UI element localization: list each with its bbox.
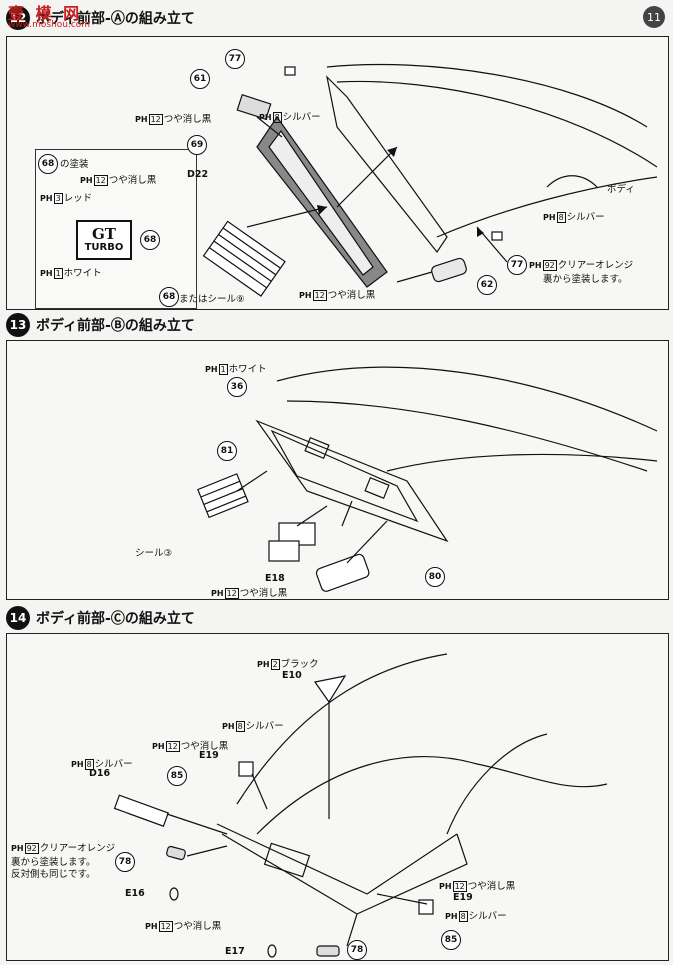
step-14-title: ボディ前部-Ⓒの組み立て [36,611,195,627]
callout-68-inset: 68 [38,154,58,174]
part-e19-top-label: E19 [199,750,219,761]
part-d22-label: D22 [187,169,209,180]
step-13-title: ボディ前部-Ⓑの組み立て [36,318,195,334]
watermark-site: 壹 模 网 [8,4,83,23]
gt-turbo-badge: GT TURBO [76,220,132,260]
callout-85-bottom: 85 [441,930,461,950]
color-code-box: 12 [93,175,108,186]
callout-85-top: 85 [167,766,187,786]
inset-title: の塗装 [60,159,89,170]
clear-orange-note: 裏から塗装します。 [543,274,628,285]
step-12-title: ボディ前部-Ⓐの組み立て [36,11,195,27]
part-e16-label: E16 [125,888,145,899]
watermark-logo: 壹 模 网 www.moshou.com [0,0,90,34]
part-e10-label: E10 [282,670,302,681]
seal-3-label: シール③ [135,548,173,559]
or-seal-label: またはシール⑨ [179,294,245,305]
callout-78-left: 78 [115,852,135,872]
callout-68-badge: 68 [140,230,160,250]
note-same-opposite: 反対側も同じです。 [11,869,96,880]
front-bumper-illustration [197,366,658,592]
body-label: ボディ [607,184,635,195]
badge-gt-text: GT [92,225,116,243]
callout-77-top: 77 [225,49,245,69]
page-number: 11 [643,6,665,28]
step-12-number: 12 [6,6,30,30]
rear-body-illustration [113,653,608,958]
step-14-number: 14 [6,606,30,630]
callout-68-seal: 68 [159,287,179,307]
callout-69: 69 [187,135,207,155]
note-paint-from-back: 裏から塗装します。 [11,857,96,868]
part-e17-label: E17 [225,946,245,957]
callout-77-bottom: 77 [507,255,527,275]
step-13-number: 13 [6,313,30,337]
callout-78-bottom: 78 [347,940,367,960]
part-e19-bottom-label: E19 [453,892,473,903]
callout-80: 80 [425,567,445,587]
watermark-url: www.moshou.com [8,20,91,30]
callout-36: 36 [227,377,247,397]
callout-61: 61 [190,69,210,89]
callout-62: 62 [477,275,497,295]
front-grille-illustration [202,63,658,297]
part-e18-label: E18 [265,573,285,584]
callout-81: 81 [217,441,237,461]
part-d16-label: D16 [89,768,111,779]
badge-turbo-text: TURBO [84,242,124,253]
